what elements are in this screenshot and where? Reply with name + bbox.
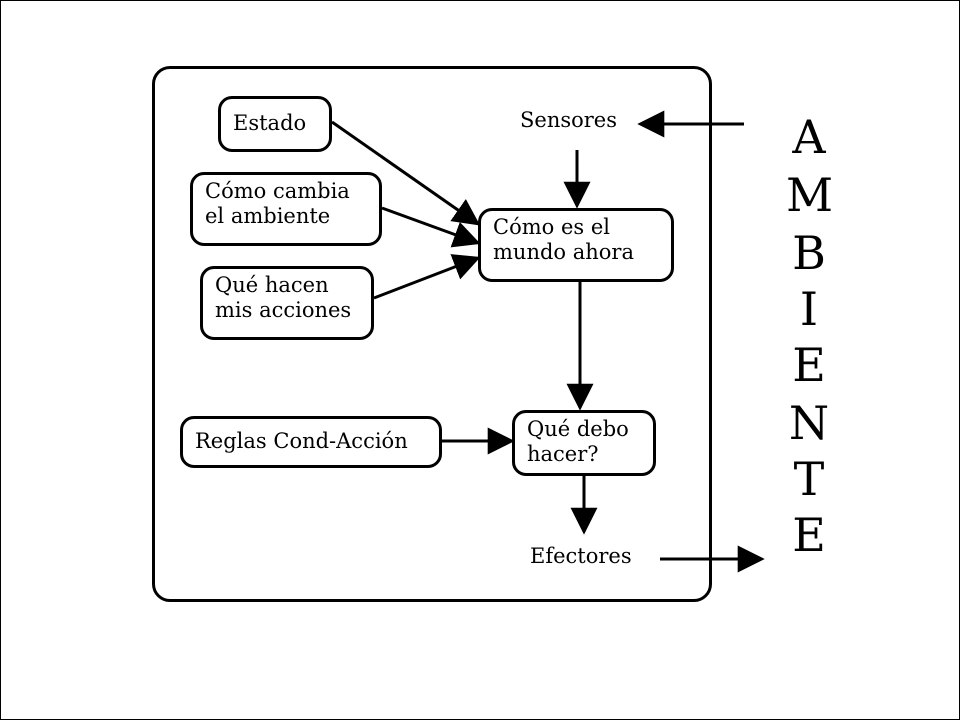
label-efectores: Efectores — [530, 544, 632, 568]
ambiente-letter: B — [792, 226, 826, 280]
ambiente-letter: E — [792, 508, 826, 562]
node-reglas: Reglas Cond-Acción — [180, 416, 442, 468]
ambiente-letter: A — [792, 110, 826, 164]
agent-boundary — [152, 66, 712, 602]
ambiente-letter: I — [799, 282, 819, 336]
arrow-estado-to-como-es — [331, 120, 481, 226]
arrow-como-cambia-to-como-es — [381, 206, 481, 248]
ambiente-letter: M — [786, 168, 834, 222]
node-como-cambia: Cómo cambia el ambiente — [190, 172, 382, 246]
label-sensores: Sensores — [520, 108, 618, 132]
node-como-es: Cómo es el mundo ahora — [478, 208, 674, 282]
ambiente-letter: T — [793, 452, 825, 506]
arrow-que-hacen-to-como-es — [373, 254, 481, 300]
ambiente-letter: E — [792, 338, 826, 392]
ambiente-letter: N — [788, 396, 830, 450]
node-estado: Estado — [218, 96, 332, 152]
node-que-hacen: Qué hacen mis acciones — [200, 266, 374, 340]
node-que-debo: Qué debo hacer? — [512, 410, 656, 476]
